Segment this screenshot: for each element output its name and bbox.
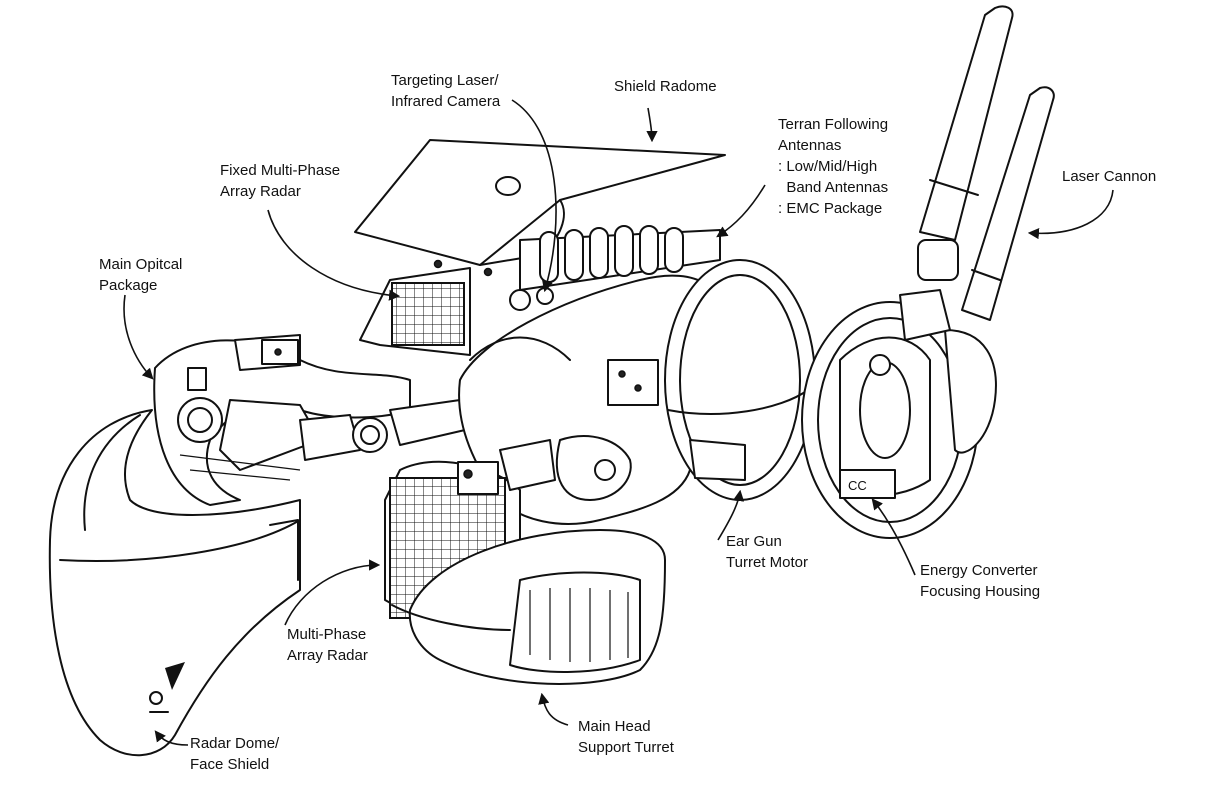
leader-lines (123, 99, 1114, 746)
label-multi-phase-array-radar: Multi-Phase Array Radar (287, 626, 368, 664)
housing-emblem-marks: CC (848, 478, 867, 493)
main-optical-package (153, 334, 466, 506)
label-main-optical-package: Main Opitcal Package (99, 256, 183, 294)
label-targeting-laser: Targeting Laser/ Infrared Camera (391, 72, 501, 110)
label-ear-gun-turret-motor: Ear Gun Turret Motor (726, 533, 808, 571)
main-head-support-turret (391, 529, 666, 685)
ear-gun-ring (664, 259, 816, 501)
main-head-core (384, 274, 723, 641)
label-shield-radome: Shield Radome (614, 78, 717, 95)
label-energy-converter-focusing-housing: Energy Converter Focusing Housing (920, 562, 1041, 600)
radar-dome-face-shield (48, 409, 301, 757)
label-radar-dome-face-shield: Radar Dome/ Face Shield (190, 735, 280, 773)
laser-cannon (899, 5, 1055, 341)
terran-following-antennas (519, 225, 721, 291)
label-fixed-multi-phase-array-radar: Fixed Multi-Phase Array Radar (220, 162, 341, 200)
fixed-multi-phase-array-radar (359, 259, 554, 356)
shield-radome (354, 139, 726, 266)
label-terran-following-antennas: Terran Following Antennas : Low/Mid/High… (778, 116, 889, 217)
label-laser-cannon: Laser Cannon (1062, 168, 1157, 185)
label-main-head-support-turret: Main Head Support Turret (578, 718, 674, 756)
energy-converter-focusing-housing: CC (801, 301, 997, 539)
